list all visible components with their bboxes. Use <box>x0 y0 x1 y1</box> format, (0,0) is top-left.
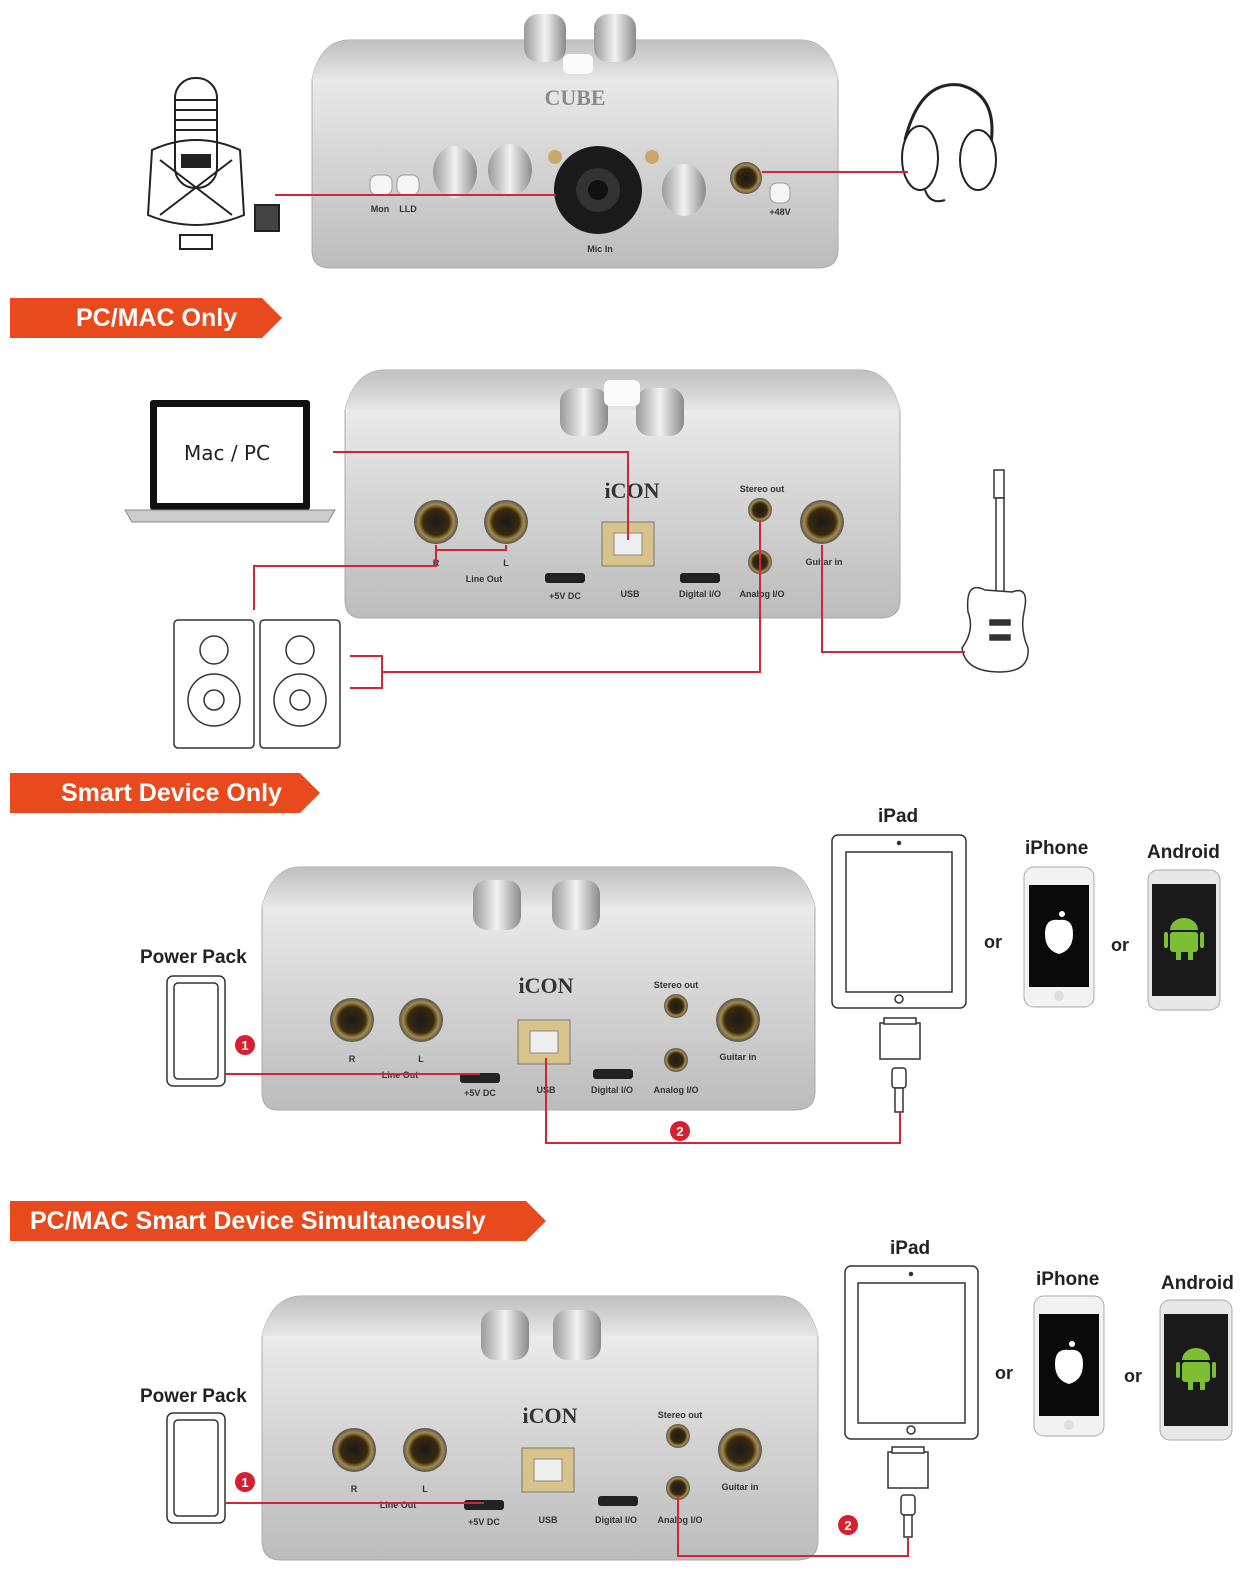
headphones-icon <box>901 83 997 203</box>
phantom-label: +48V <box>769 207 790 217</box>
stereo-out-label: Stereo out <box>740 484 785 494</box>
headphone-jack[interactable] <box>730 162 762 194</box>
android-label-2: Android <box>1161 1273 1234 1294</box>
guitar-icon <box>961 469 1029 673</box>
or-label: or <box>984 932 1002 952</box>
svg-text:Line Out: Line Out <box>380 1500 417 1510</box>
power-pack-icon-2 <box>166 1412 226 1524</box>
guitar-gain-knob[interactable] <box>433 146 477 198</box>
computer-label: Mac / PC <box>184 441 270 465</box>
svg-text:L: L <box>418 1054 424 1064</box>
dock-connector-icon-2 <box>887 1446 929 1538</box>
iphone-icon <box>1023 866 1095 1008</box>
svg-text:USB: USB <box>538 1515 558 1525</box>
l-label: L <box>503 558 509 568</box>
ipad-label: iPad <box>878 806 919 827</box>
iphone-label-2: iPhone <box>1036 1269 1100 1290</box>
dc-port[interactable] <box>545 573 585 583</box>
usb-label: USB <box>620 589 640 599</box>
laptop-icon <box>124 400 336 523</box>
line-out-r-jack[interactable] <box>414 500 458 544</box>
svg-text:Stereo out: Stereo out <box>654 980 699 990</box>
ipad-icon-2 <box>844 1265 979 1440</box>
dc-label: +5V DC <box>549 591 581 601</box>
svg-text:Stereo out: Stereo out <box>658 1410 703 1420</box>
svg-text:Analog I/O: Analog I/O <box>654 1085 699 1095</box>
svg-text:Digital I/O: Digital I/O <box>591 1085 633 1095</box>
svg-text:1: 1 <box>241 1475 248 1490</box>
phantom-button[interactable] <box>769 182 791 204</box>
line-out-label: Line Out <box>466 574 503 584</box>
headphone-gain-knob[interactable] <box>662 164 706 216</box>
svg-text:Analog I/O: Analog I/O <box>658 1515 703 1525</box>
svg-text:2: 2 <box>844 1518 851 1533</box>
svg-text:CUBE: CUBE <box>544 85 605 110</box>
front-panel-unit: CUBE Mon LLD Mic In +48V <box>311 14 839 269</box>
step-1-badge-2 <box>235 1472 255 1492</box>
svg-text:iCON: iCON <box>523 1403 578 1428</box>
android-icon-2 <box>1159 1299 1233 1441</box>
lld-label: LLD <box>399 204 417 214</box>
step-1-badge <box>235 1035 255 1055</box>
power-pack-label-2: Power Pack <box>140 1386 247 1407</box>
svg-text:iCON: iCON <box>519 973 574 998</box>
or-label: or <box>1111 935 1129 955</box>
banner-smart-device-only: Smart Device Only <box>10 773 320 813</box>
dock-connector-icon <box>879 1017 921 1113</box>
mic-in-label: Mic In <box>587 244 613 254</box>
speakers-icon <box>173 619 341 749</box>
step-2-badge <box>670 1121 690 1141</box>
svg-text:R: R <box>349 1054 356 1064</box>
line-out-l-jack[interactable] <box>484 500 528 544</box>
analog-io-label: Analog I/O <box>740 589 785 599</box>
banner-simultaneous-text: PC/MAC Smart Device Simultaneously <box>30 1207 486 1235</box>
microphone-icon <box>146 77 280 250</box>
mic-gain-knob[interactable] <box>488 144 532 196</box>
or-label-2: or <box>995 1363 1013 1383</box>
android-icon <box>1147 869 1221 1011</box>
svg-text:2: 2 <box>676 1124 683 1139</box>
or-label-2: or <box>1124 1366 1142 1386</box>
digital-io-label: Digital I/O <box>679 589 721 599</box>
top-knob-left[interactable] <box>524 14 566 62</box>
brand-logo: iCON <box>605 478 660 503</box>
iphone-icon-2 <box>1033 1295 1105 1437</box>
mon-label: Mon <box>371 204 390 214</box>
simultaneous-cables <box>225 1495 909 1557</box>
mon-button[interactable] <box>369 174 393 196</box>
svg-text:Digital I/O: Digital I/O <box>595 1515 637 1525</box>
ipad-icon <box>831 834 967 1009</box>
banner-pc-mac-only-text: PC/MAC Only <box>76 304 238 332</box>
rear-panel-unit-1: iCON Stereo out Line Out R L +5V DC USB … <box>344 369 901 619</box>
svg-text:Guitar in: Guitar in <box>721 1482 758 1492</box>
banner-smart-device-only-text: Smart Device Only <box>61 779 282 807</box>
stereo-out-jack[interactable] <box>748 498 772 522</box>
svg-text:1: 1 <box>241 1038 248 1053</box>
top-knob-right[interactable] <box>594 14 636 62</box>
power-pack-label: Power Pack <box>140 947 247 968</box>
iphone-label: iPhone <box>1025 838 1089 859</box>
lld-button[interactable] <box>396 174 420 196</box>
svg-text:R: R <box>351 1484 358 1494</box>
guitar-in-label: Guitar in <box>805 557 842 567</box>
android-label: Android <box>1147 842 1220 863</box>
rear-panel-unit-3: iCON Stereo out Line Out R L +5V DC USB … <box>261 1295 819 1561</box>
power-pack-icon <box>166 975 226 1087</box>
smart-device-cables <box>225 1058 901 1144</box>
digital-io-port[interactable] <box>680 573 720 583</box>
step-2-badge-2 <box>838 1515 858 1535</box>
pc-mac-cables <box>253 451 965 689</box>
guitar-in-jack[interactable] <box>800 500 844 544</box>
svg-text:+5V DC: +5V DC <box>468 1517 500 1527</box>
svg-text:Guitar in: Guitar in <box>719 1052 756 1062</box>
banner-simultaneous: PC/MAC Smart Device Simultaneously <box>10 1201 546 1241</box>
banner-pc-mac-only: PC/MAC Only <box>10 298 282 338</box>
ipad-label-2: iPad <box>890 1238 931 1259</box>
svg-text:+5V DC: +5V DC <box>464 1088 496 1098</box>
svg-text:L: L <box>422 1484 428 1494</box>
